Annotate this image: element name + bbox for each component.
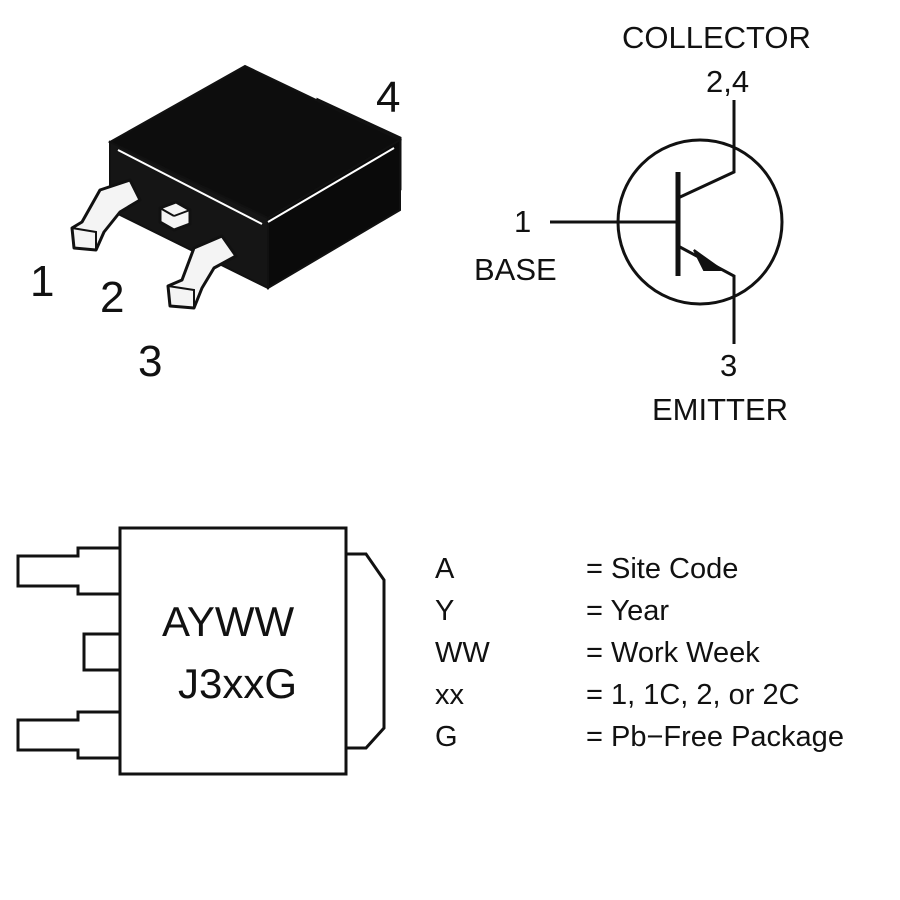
collector-label: COLLECTOR [622,20,811,55]
lead-3 [166,234,238,310]
marking-tab [344,552,386,750]
legend-code: xx [435,679,465,711]
pin-label-3: 3 [138,337,162,386]
base-label: BASE [474,252,557,287]
package-3d-view: 1 2 3 4 [30,64,403,386]
legend-code: G [435,721,458,753]
body-edge-highlight [117,149,263,225]
marking-lead-middle [82,632,122,672]
emitter-arrow [693,249,726,271]
legend-description: = Work Week [586,637,760,669]
legend-description: = Pb−Free Package [586,721,844,753]
legend-description: = 1, 1C, 2, or 2C [586,679,800,711]
base-pin-number: 1 [514,204,531,239]
legend-description: = Site Code [586,553,738,585]
transistor-schematic [550,100,784,344]
emitter-label: EMITTER [652,392,788,427]
collector-pin-numbers: 2,4 [706,64,749,99]
package-body-side [267,138,401,290]
marking-diagram [16,526,386,776]
legend-code: A [435,553,455,585]
lead-2-stub [158,200,192,232]
pin-label-1: 1 [30,257,54,306]
marking-line-1: AYWW [162,598,295,645]
marking-lead-bottom [16,710,122,760]
marking-line-2: J3xxG [178,660,297,707]
legend-code: WW [435,637,490,669]
marking-body [118,526,348,776]
emitter-pin-number: 3 [720,348,737,383]
legend-description: = Year [586,595,669,627]
lead-1 [70,178,142,252]
pin-label-2: 2 [100,273,124,322]
body-edge-highlight [267,147,395,223]
legend-code: Y [435,595,454,627]
pin-label-4: 4 [376,73,400,122]
marking-lead-top [16,546,122,596]
marking-legend: A = Site Code Y = Year WW = Work Week xx… [435,553,844,753]
collector-lead [677,100,736,200]
